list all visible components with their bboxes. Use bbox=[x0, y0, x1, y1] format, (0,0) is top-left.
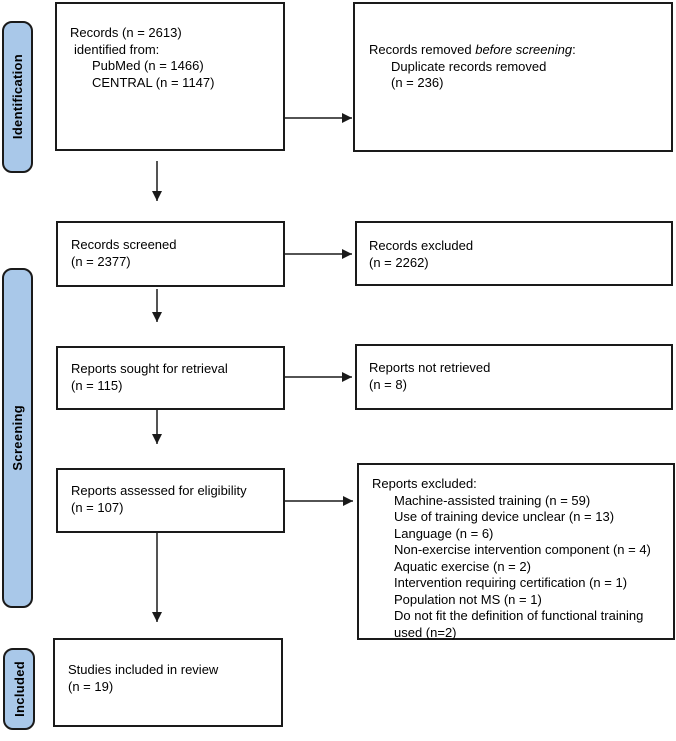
box-text-line: Records screened bbox=[71, 237, 177, 252]
box-records-removed: Records removed before screening:Duplica… bbox=[353, 2, 673, 152]
box-records-excluded: Records excluded(n = 2262) bbox=[355, 221, 673, 286]
stage-screening: Screening bbox=[2, 268, 33, 608]
box-text-line: Use of training device unclear (n = 13) bbox=[394, 509, 615, 524]
box-text-line: Reports excluded: bbox=[372, 476, 477, 491]
box-records-identified: Records (n = 2613)identified from:PubMed… bbox=[55, 2, 285, 151]
box-text-line: (n = 107) bbox=[71, 499, 124, 515]
stage-included: Included bbox=[3, 648, 35, 730]
box-text-line: Duplicate records removed bbox=[391, 58, 547, 74]
box-text-line: Records removed before screening: bbox=[369, 42, 576, 57]
box-text-line: Language (n = 6) bbox=[394, 525, 494, 541]
stage-identification: Identification bbox=[2, 21, 33, 173]
box-reports-not-retrieved: Reports not retrieved(n = 8) bbox=[355, 344, 673, 410]
stage-included-label: Included bbox=[11, 661, 27, 717]
box-text-line: (n = 2377) bbox=[71, 253, 131, 269]
box-text-line: CENTRAL (n = 1147) bbox=[92, 74, 215, 90]
box-text-line: (n = 236) bbox=[391, 75, 444, 90]
box-text-line: Do not fit the definition of functional … bbox=[394, 608, 644, 623]
box-text-line: (n = 19) bbox=[68, 678, 114, 694]
box-text-line: (n = 115) bbox=[71, 377, 123, 393]
box-studies-included: Studies included in review(n = 19) bbox=[53, 638, 283, 727]
box-text-line: Records (n = 2613) bbox=[70, 25, 182, 40]
box-text-line: Reports assessed for eligibility bbox=[71, 483, 247, 498]
box-text-line: Reports sought for retrieval bbox=[71, 361, 228, 376]
stage-identification-label: Identification bbox=[10, 54, 25, 140]
box-text-line: Aquatic exercise (n = 2) bbox=[394, 558, 531, 574]
box-text-line: Records excluded bbox=[369, 238, 474, 253]
box-text-line: Non-exercise intervention component (n =… bbox=[394, 542, 651, 557]
box-text-line: (n = 2262) bbox=[369, 254, 429, 270]
box-reports-sought: Reports sought for retrieval(n = 115) bbox=[56, 346, 285, 410]
box-records-screened: Records screened(n = 2377) bbox=[56, 221, 285, 287]
box-text-line: Population not MS (n = 1) bbox=[394, 591, 542, 607]
box-reports-assessed: Reports assessed for eligibility(n = 107… bbox=[56, 468, 285, 533]
box-text-line: identified from: bbox=[74, 41, 160, 57]
box-text-line: used (n=2) bbox=[394, 624, 457, 640]
box-reports-excluded: Reports excluded:Machine-assisted traini… bbox=[357, 463, 675, 640]
box-text-line: Reports not retrieved bbox=[369, 360, 491, 375]
stage-screening-label: Screening bbox=[10, 405, 25, 471]
box-text-line: (n = 8) bbox=[369, 376, 407, 392]
box-text-line: PubMed (n = 1466) bbox=[92, 58, 204, 73]
box-text-line: Machine-assisted training (n = 59) bbox=[394, 492, 591, 508]
box-text-line: Intervention requiring certification (n … bbox=[394, 575, 628, 590]
box-text-line: Studies included in review bbox=[68, 662, 219, 677]
